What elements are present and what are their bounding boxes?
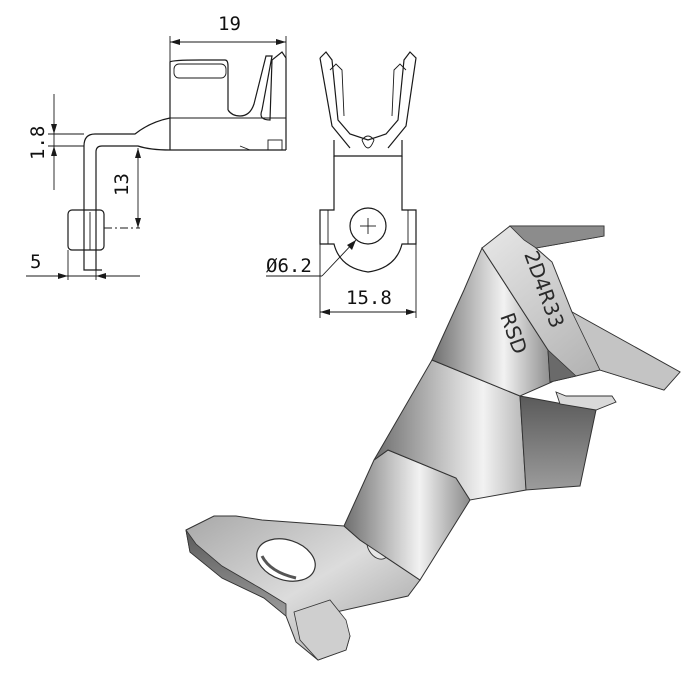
iso-fork-inner [509,225,605,249]
top-bead [173,63,227,79]
arrow-head [58,273,68,279]
front-view: Ø6.2 15.8 [266,51,417,318]
body-detail [239,145,251,151]
fork-outer [319,51,417,149]
body-outline [169,59,229,150]
fork-inner [329,63,407,117]
emboss-mark [267,139,283,151]
iso-screw-hole [256,538,316,582]
iso-base-edge [185,529,287,617]
iso-hole-shadow [260,555,297,580]
iso-fork-prong [571,311,681,391]
iso-tab-lip [293,599,351,661]
arrow-head [406,309,416,315]
bend-lower [95,145,171,270]
screw-hole [349,207,387,245]
arrow-head [347,240,356,250]
front-upper-body [333,140,403,157]
arrow-head [170,39,180,45]
screw-tab [67,209,105,251]
arrow-head [51,124,57,134]
fork-left [319,57,351,149]
iso-notch [555,391,617,411]
dim-width-label: 19 [218,13,241,35]
arrow-head [96,273,106,279]
arrow-head [51,146,57,156]
iso-fork-shadow [547,349,577,383]
side-view: 19 1.8 13 5 [26,13,287,280]
dim-offset-label: 5 [30,251,41,273]
arrow-head [135,148,141,158]
dim-height-label: 13 [111,173,133,196]
fork-notch [361,135,375,149]
arrow-head [276,39,286,45]
iso-right-face [519,395,597,491]
fork-profile [227,51,287,150]
bend-upper [83,117,171,210]
tab-edge [83,210,102,271]
dim-hole-label: Ø6.2 [266,255,312,277]
arrow-head [320,309,330,315]
arrow-head [135,218,141,228]
dim-thickness-label: 1.8 [27,126,49,160]
iso-view: RSD 2D4R33 [185,225,681,661]
front-lower-body [319,156,417,273]
dim-width-label: 15.8 [346,287,392,309]
